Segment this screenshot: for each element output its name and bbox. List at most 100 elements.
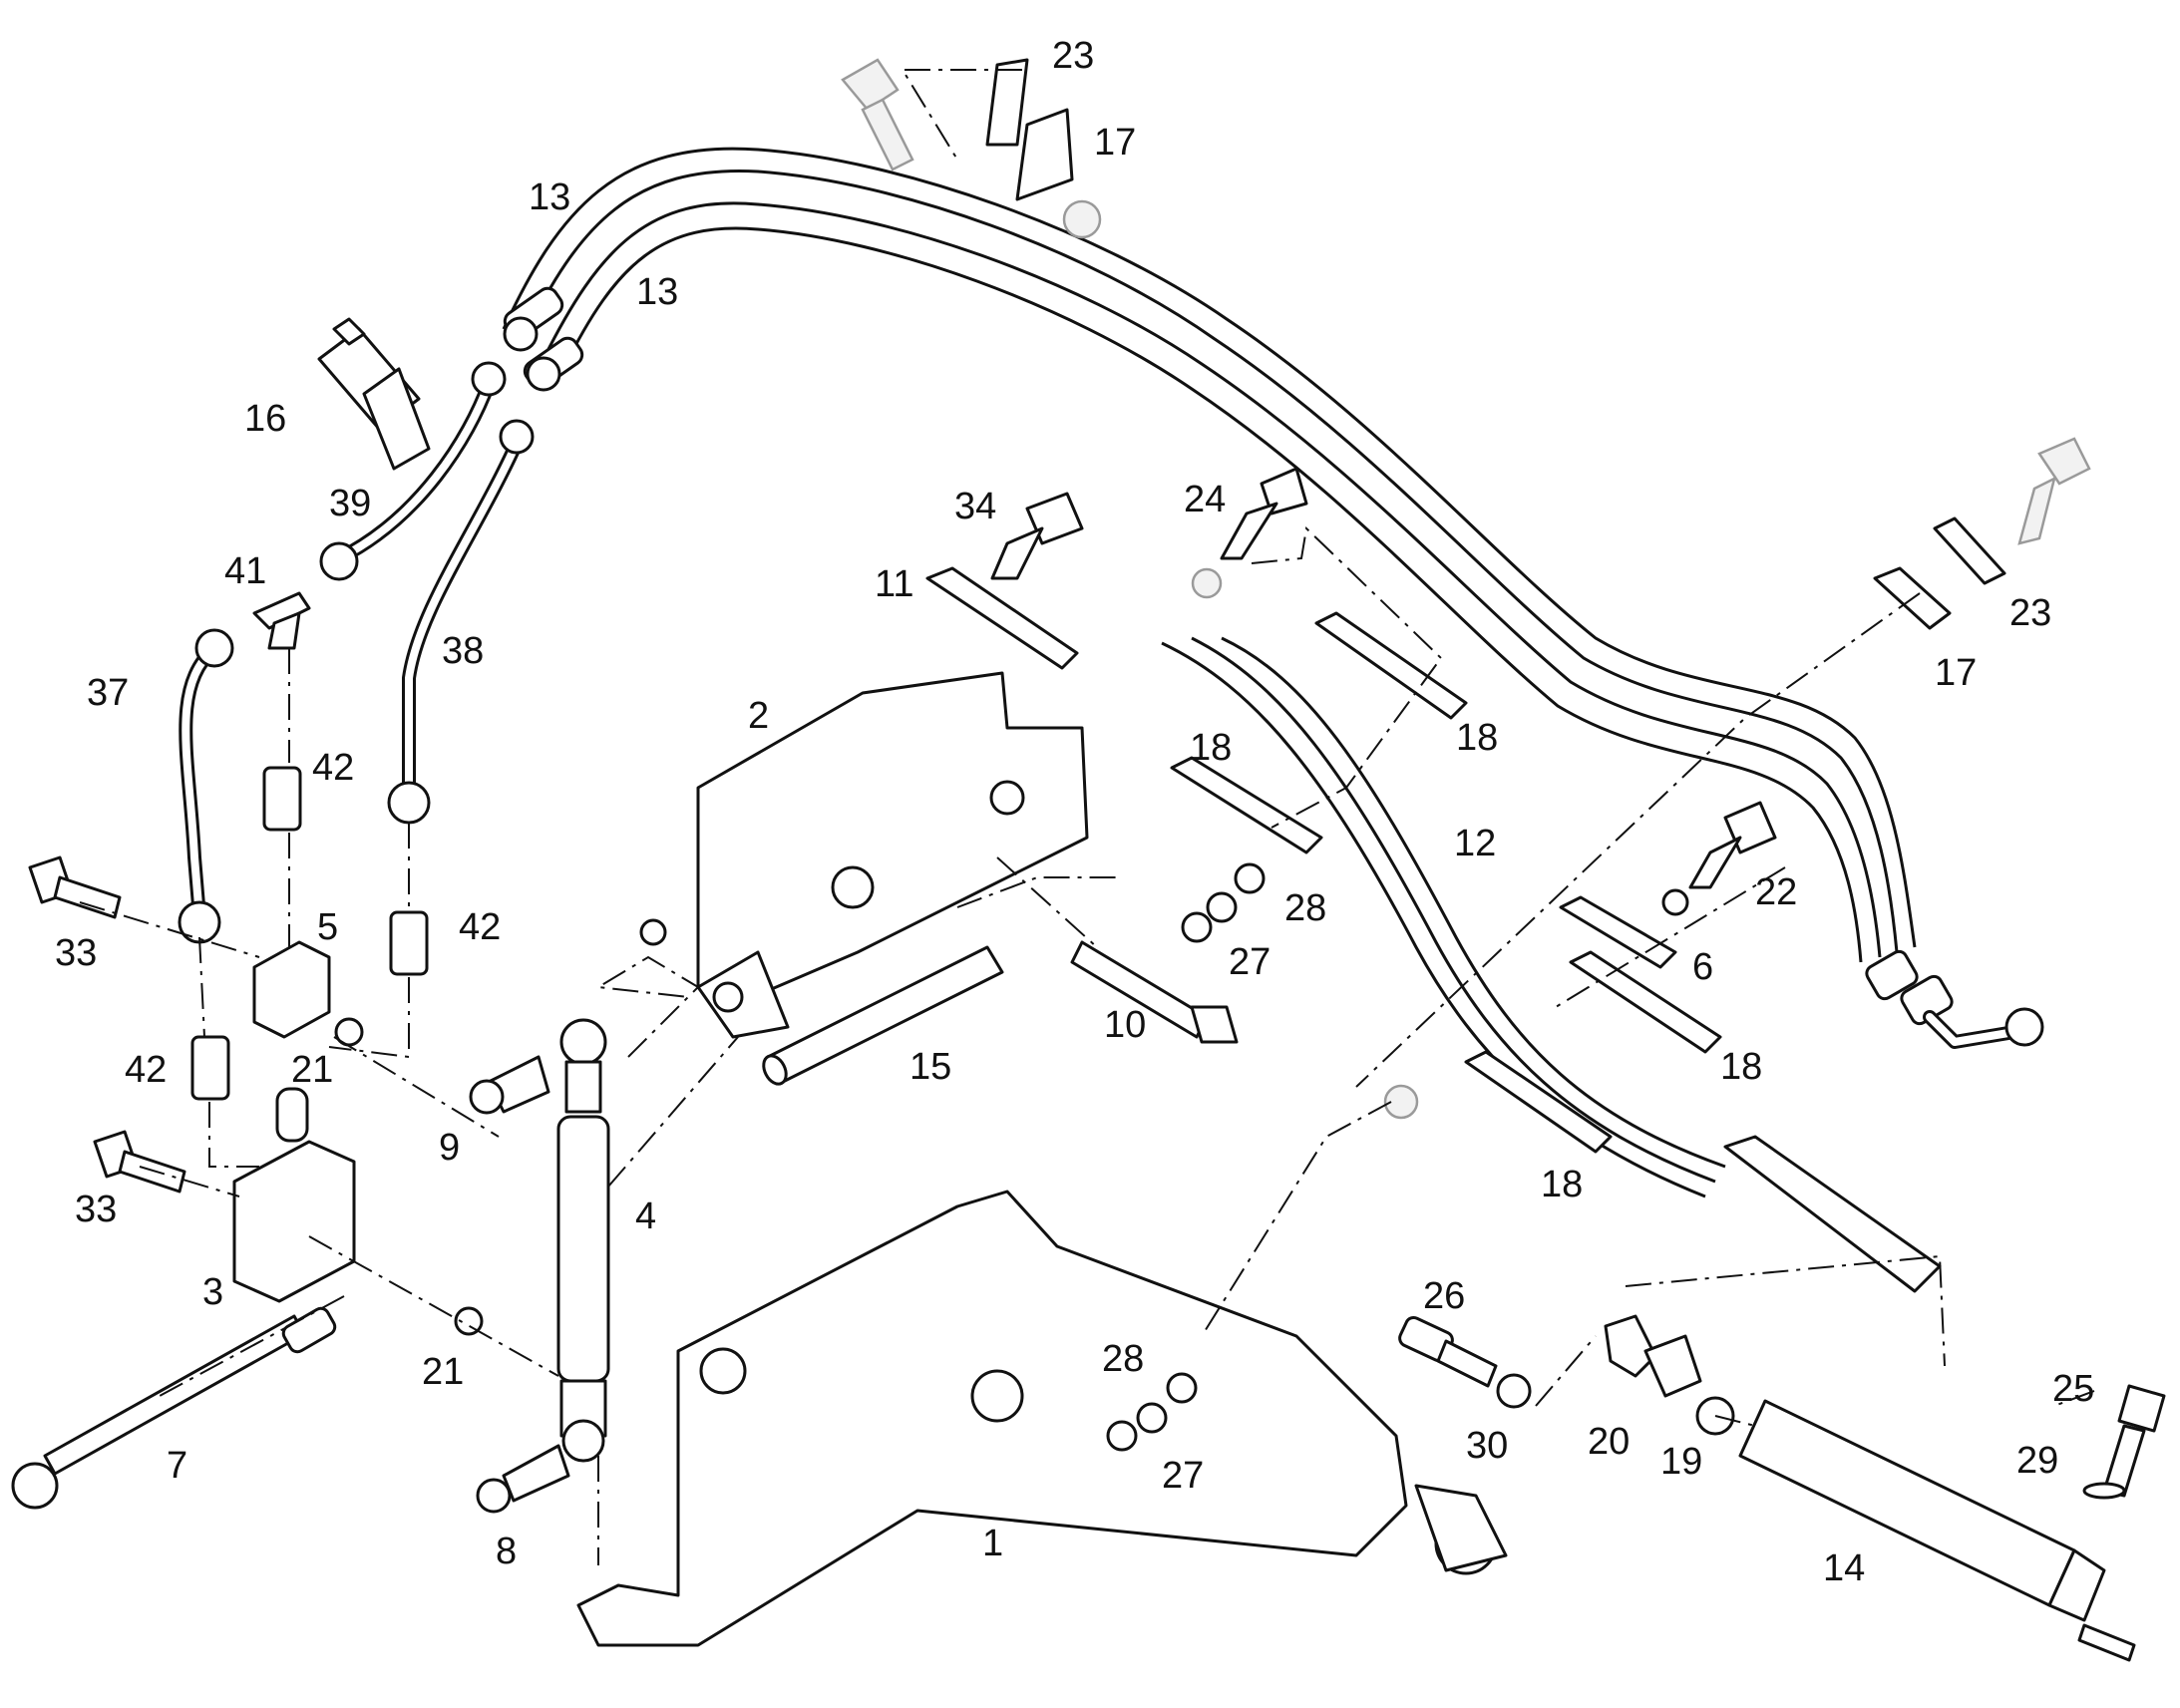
valve-block-3 — [232, 1087, 356, 1303]
pipe-7 — [11, 1306, 337, 1510]
callout-42-a: 42 — [312, 747, 354, 789]
callout-27-a: 27 — [1229, 941, 1271, 983]
callout-4: 4 — [635, 1196, 656, 1237]
callout-38: 38 — [442, 630, 484, 672]
fitting-42-b — [389, 910, 429, 976]
callout-2: 2 — [748, 695, 769, 737]
callout-20: 20 — [1588, 1421, 1630, 1463]
callout-19: 19 — [1660, 1441, 1702, 1483]
callout-25: 25 — [2052, 1368, 2094, 1410]
screw-26 — [1398, 1315, 1498, 1388]
elbow-fitting-41 — [252, 591, 311, 650]
arm-1 — [576, 1190, 1508, 1647]
bracket-2 — [639, 671, 1089, 1039]
callout-9: 9 — [439, 1127, 460, 1169]
nuts-27-28-upper — [1181, 862, 1266, 943]
callout-15: 15 — [909, 1046, 951, 1088]
callout-33-a: 33 — [55, 932, 97, 974]
callout-34: 34 — [954, 486, 996, 527]
pin-15 — [762, 945, 1004, 1086]
callout-26: 26 — [1423, 1275, 1465, 1317]
rubber-strip-18-b — [1170, 756, 1323, 854]
callout-23-a: 23 — [1052, 35, 1094, 77]
callout-18-d: 18 — [1541, 1164, 1583, 1205]
bolt-24 — [1191, 467, 1308, 599]
fitting-42-c — [190, 1035, 230, 1101]
pin-8 — [476, 1444, 570, 1514]
callout-27-b: 27 — [1162, 1455, 1204, 1497]
callout-39: 39 — [329, 483, 371, 524]
callout-5: 5 — [317, 906, 338, 948]
callout-18-a: 18 — [1456, 717, 1498, 759]
clamp-17-top — [1015, 108, 1102, 239]
callout-28-a: 28 — [1284, 887, 1326, 929]
callout-18-c: 18 — [1720, 1046, 1762, 1088]
clamp-plate-23-top — [985, 58, 1029, 147]
snap-ring-21-b — [454, 1306, 484, 1336]
hose-clamp-16 — [317, 317, 431, 471]
callout-42-b: 42 — [459, 906, 501, 948]
rubber-strip-18-a — [1314, 611, 1468, 720]
bolt-22 — [1661, 801, 1777, 916]
leader-lines — [79, 69, 2095, 1565]
bolt-33-b — [93, 1130, 186, 1194]
washer-29 — [2082, 1482, 2126, 1500]
hydraulic-hoses-13 — [502, 147, 1917, 963]
callout-28-b: 28 — [1102, 1338, 1144, 1380]
callout-41: 41 — [224, 550, 266, 592]
callout-37: 37 — [87, 672, 129, 714]
pipe-38 — [387, 419, 535, 825]
clamp-plate-23-right — [1933, 516, 2006, 585]
pin-9 — [469, 1055, 550, 1115]
callout-11: 11 — [875, 563, 913, 605]
cylinder-4 — [556, 1018, 610, 1463]
clamp-bolt-right — [2017, 437, 2091, 545]
callout-12: 12 — [1454, 823, 1496, 864]
rubber-strip-18-c — [1569, 950, 1722, 1054]
callout-33-b: 33 — [75, 1189, 117, 1230]
callout-13-a: 13 — [529, 176, 570, 218]
housing-14 — [1738, 1399, 2136, 1662]
callout-21-b: 21 — [422, 1351, 464, 1393]
callout-23-b: 23 — [2009, 592, 2051, 634]
washer-30 — [1496, 1373, 1532, 1409]
plate-20 — [1604, 1314, 1702, 1398]
callout-10: 10 — [1104, 1004, 1146, 1046]
callout-6: 6 — [1692, 946, 1713, 988]
hose-bundle-clamp — [1723, 1135, 1942, 1293]
callout-14: 14 — [1823, 1547, 1865, 1589]
callout-30: 30 — [1466, 1425, 1508, 1467]
plate-6 — [1559, 895, 1677, 969]
valve-block-5 — [252, 940, 331, 1039]
hydraulic-lines-12 — [1161, 636, 1726, 1198]
pipe-37 — [178, 628, 234, 944]
pipe-39 — [319, 361, 507, 581]
callout-24: 24 — [1184, 479, 1226, 520]
callout-17-b: 17 — [1935, 652, 1977, 694]
bolt-33-a — [28, 855, 122, 919]
callout-16: 16 — [244, 398, 286, 440]
callout-21-a: 21 — [291, 1049, 333, 1091]
callout-42-c: 42 — [125, 1049, 167, 1091]
callout-29: 29 — [2016, 1440, 2058, 1482]
callout-13-b: 13 — [636, 271, 678, 313]
bolt-25 — [2102, 1384, 2166, 1498]
plate-11 — [925, 566, 1079, 670]
callout-1: 1 — [982, 1523, 1003, 1564]
fitting-42-a — [262, 766, 302, 832]
callout-3: 3 — [202, 1271, 223, 1313]
bolt-34 — [990, 492, 1084, 580]
nuts-27-28-lower — [1106, 1372, 1198, 1452]
hose-fittings — [503, 286, 2044, 1049]
callout-labels: 1 2 3 4 5 6 7 8 9 10 11 12 13 13 14 15 1… — [55, 35, 2094, 1589]
callout-18-b: 18 — [1190, 727, 1232, 769]
callout-17-a: 17 — [1094, 122, 1136, 164]
clamp-bolt-top — [841, 58, 914, 171]
rubber-strip-18-d — [1383, 1050, 1613, 1154]
callout-8: 8 — [496, 1531, 517, 1572]
callout-22: 22 — [1755, 871, 1797, 913]
callout-7: 7 — [167, 1445, 187, 1487]
bolt-10 — [1070, 940, 1239, 1044]
